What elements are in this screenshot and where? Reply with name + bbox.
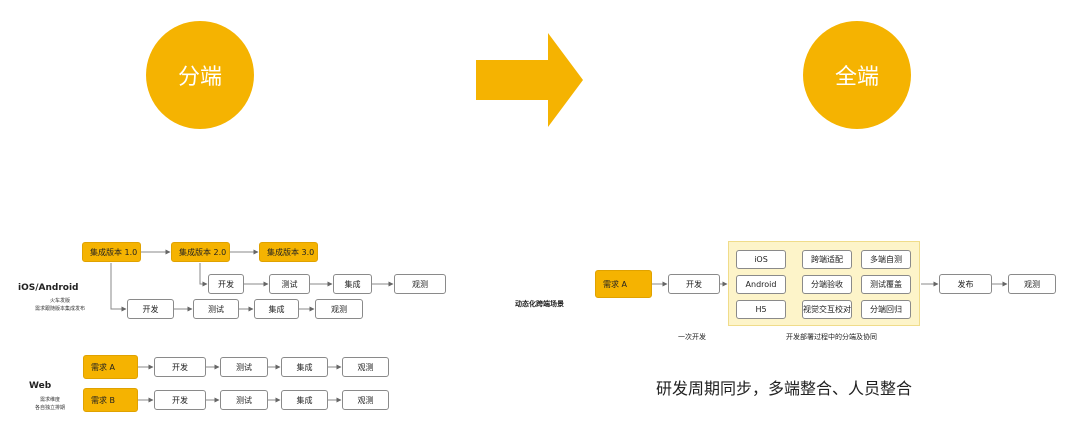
step-box: 观测	[342, 357, 389, 377]
web-caption-line1: 需求维度	[39, 397, 60, 403]
caption-panel: 开发部署过程中的分端及协同	[786, 333, 877, 341]
step-box: 开发	[154, 357, 206, 377]
step-box: 开发	[154, 390, 206, 410]
platform-box: Android	[736, 275, 786, 294]
full-endpoint-circle: 全端	[803, 21, 911, 129]
release-box: 发布	[939, 274, 992, 294]
platform-box: H5	[736, 300, 786, 319]
step-box: 开发	[127, 299, 174, 319]
step-box: 测试	[269, 274, 310, 294]
step-box: 集成	[333, 274, 372, 294]
ios-caption-line1: 火车发版	[49, 298, 70, 304]
step-box: 观测	[394, 274, 446, 294]
ios-android-title: iOS/Android	[18, 283, 79, 293]
step-box: 测试	[220, 390, 268, 410]
dev-box: 开发	[668, 274, 720, 294]
web-title: Web	[29, 381, 52, 391]
version-box: 集成版本 1.0	[82, 242, 141, 262]
scene-label: 动态化跨端场景	[515, 300, 564, 308]
task-box: 跨端适配	[802, 250, 852, 269]
version-box: 集成版本 3.0	[259, 242, 318, 262]
web-caption: 需求维度 各自独立排期	[20, 396, 80, 412]
version-box: 集成版本 2.0	[171, 242, 230, 262]
ios-caption: 火车发版 需求跟随版本集成发布	[30, 297, 90, 313]
requirement-box: 需求 A	[595, 270, 652, 298]
step-box: 测试	[220, 357, 268, 377]
observe-box: 观测	[1008, 274, 1056, 294]
ios-caption-line2: 需求跟随版本集成发布	[34, 306, 85, 312]
task-box: 视觉交互校对	[802, 300, 852, 319]
task-box: 分端验收	[802, 275, 852, 294]
task-box: 测试覆盖	[861, 275, 911, 294]
step-box: 观测	[315, 299, 363, 319]
task-box: 分端回归	[861, 300, 911, 319]
requirement-box: 需求 A	[83, 355, 138, 379]
caption-one-dev: 一次开发	[678, 333, 706, 341]
step-box: 观测	[342, 390, 389, 410]
step-box: 开发	[208, 274, 244, 294]
task-box: 多端自测	[861, 250, 911, 269]
split-endpoint-circle: 分端	[146, 21, 254, 129]
step-box: 测试	[193, 299, 239, 319]
requirement-box: 需求 B	[83, 388, 138, 412]
coordination-panel: iOS Android H5 跨端适配 分端验收 视觉交互校对 多端自测 测试覆…	[728, 241, 920, 326]
web-caption-line2: 各自独立排期	[34, 405, 65, 411]
platform-box: iOS	[736, 250, 786, 269]
step-box: 集成	[281, 357, 328, 377]
headline: 研发周期同步，多端整合、人员整合	[656, 379, 913, 398]
transition-arrow	[476, 33, 583, 127]
step-box: 集成	[254, 299, 299, 319]
step-box: 集成	[281, 390, 328, 410]
